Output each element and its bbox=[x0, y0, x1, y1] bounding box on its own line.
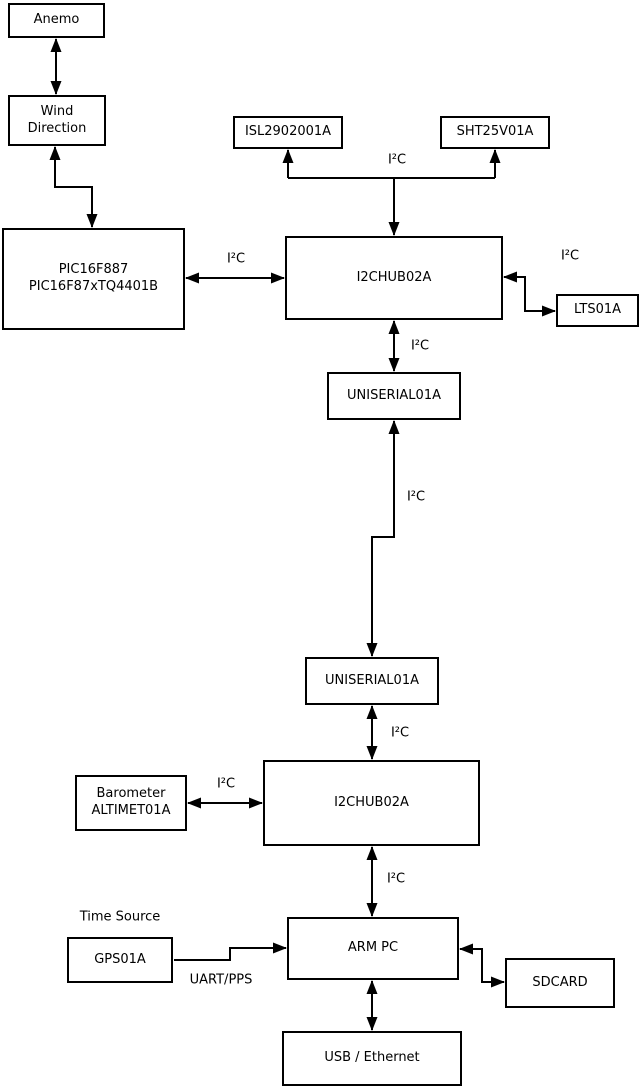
node-usb-ethernet: USB / Ethernet bbox=[282, 1031, 462, 1086]
node-uniserial-bottom-label: UNISERIAL01A bbox=[325, 672, 419, 688]
node-gps01a-label: GPS01A bbox=[94, 951, 146, 967]
node-wind-direction-line2: Direction bbox=[27, 120, 87, 136]
node-gps01a: GPS01A bbox=[67, 937, 173, 983]
node-i2chub-bottom: I2CHUB02A bbox=[263, 760, 480, 846]
node-barometer-line2: ALTIMET01A bbox=[91, 803, 171, 818]
node-sdcard: SDCARD bbox=[505, 958, 615, 1008]
node-arm-pc-label: ARM PC bbox=[347, 940, 399, 956]
edge-armpc-sdcard bbox=[459, 943, 505, 988]
edge-winddirection-pic bbox=[49, 146, 98, 228]
node-anemo: Anemo bbox=[8, 3, 105, 38]
node-i2chub-bottom-label: I2CHUB02A bbox=[334, 794, 409, 810]
node-sht25v01a: SHT25V01A bbox=[440, 116, 550, 149]
edge-label-i2c-tee: I²C bbox=[387, 152, 407, 168]
node-wind-direction: Wind Direction bbox=[8, 95, 106, 146]
edge-label-i2c-barometer-hubbottom: I²C bbox=[216, 776, 236, 792]
node-isl2902001a: ISL2902001A bbox=[233, 116, 343, 149]
edge-label-i2c-hubtop-uniserialtop: I²C bbox=[410, 338, 430, 354]
node-usb-ethernet-label: USB / Ethernet bbox=[324, 1050, 420, 1066]
node-lts01a-label: LTS01A bbox=[573, 302, 622, 318]
node-arm-pc: ARM PC bbox=[287, 917, 459, 980]
edge-label-uart-pps: UART/PPS bbox=[189, 972, 253, 988]
node-isl2902001a-label: ISL2902001A bbox=[244, 124, 332, 140]
node-uniserial-top-label: UNISERIAL01A bbox=[347, 387, 441, 403]
node-pic: PIC16F887 PIC16F87xTQ4401B bbox=[2, 228, 185, 330]
edge-label-i2c-pic-hubtop: I²C bbox=[226, 251, 246, 267]
edge-label-i2c-hubbottom-armpc: I²C bbox=[386, 871, 406, 887]
edge-label-i2c-uniserialbottom-hubbottom: I²C bbox=[390, 725, 410, 741]
node-sht25v01a-label: SHT25V01A bbox=[456, 124, 534, 140]
node-i2chub-top-label: I2CHUB02A bbox=[356, 269, 432, 285]
edge-label-i2c-hubtop-lts: I²C bbox=[560, 248, 580, 264]
node-pic-line1: PIC16F887 bbox=[58, 262, 129, 278]
node-lts01a: LTS01A bbox=[556, 294, 639, 327]
edge-gps-armpc bbox=[174, 942, 287, 961]
edge-hubtop-lts bbox=[503, 271, 556, 317]
node-barometer: Barometer ALTIMET01A bbox=[75, 775, 187, 831]
node-sdcard-label: SDCARD bbox=[532, 974, 588, 990]
node-uniserial-top: UNISERIAL01A bbox=[327, 372, 461, 420]
node-i2chub-top: I2CHUB02A bbox=[285, 236, 503, 320]
edge-uniserialtop-uniserialbottom bbox=[366, 420, 400, 657]
node-wind-direction-line1: Wind bbox=[40, 103, 74, 119]
node-pic-line2: PIC16F87xTQ4401B bbox=[28, 279, 159, 294]
edge-label-i2c-uniserial-link: I²C bbox=[406, 489, 426, 505]
node-barometer-line1: Barometer bbox=[96, 786, 166, 802]
node-anemo-label: Anemo bbox=[33, 12, 80, 28]
node-uniserial-bottom: UNISERIAL01A bbox=[305, 657, 439, 705]
annotation-time-source: Time Source bbox=[79, 909, 161, 925]
